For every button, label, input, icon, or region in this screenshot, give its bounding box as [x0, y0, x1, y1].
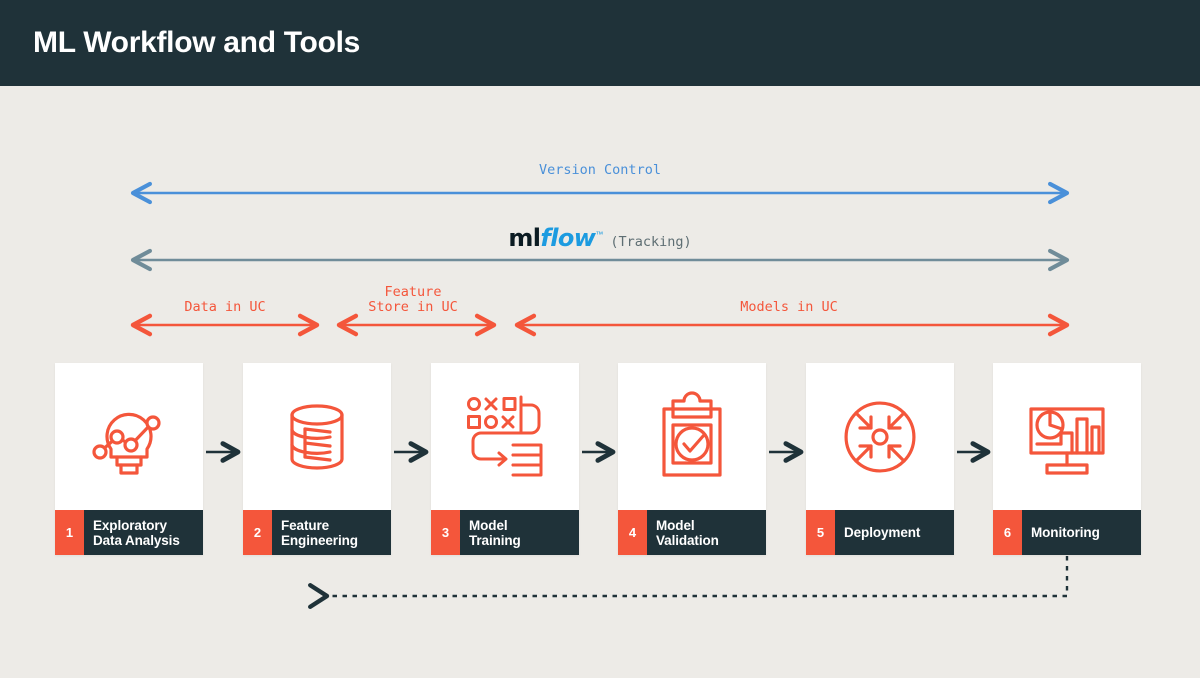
stage-label: Monitoring [1031, 525, 1100, 540]
mlflow-logo-flow: flow [540, 224, 596, 252]
header-bar: ML Workflow and Tools [0, 0, 1200, 86]
stage-card-monitoring[interactable]: 6 Monitoring [993, 363, 1141, 555]
stage-card-deployment[interactable]: 5 Deployment [806, 363, 954, 555]
data-in-uc-label: Data in UC [184, 299, 266, 315]
stage-number-badge: 4 [618, 510, 647, 555]
card-footer: 3 Model Training [431, 510, 579, 555]
stage-label: Deployment [844, 525, 921, 540]
stage-number-badge: 3 [431, 510, 460, 555]
trademark-icon: ™ [595, 230, 604, 239]
card-footer: 6 Monitoring [993, 510, 1141, 555]
lightbulb-analytics-icon [55, 363, 203, 510]
stage-number-badge: 6 [993, 510, 1022, 555]
shapes-pipeline-icon [431, 363, 579, 510]
monitoring-feedback-arrow [308, 556, 1069, 609]
stage-number-badge: 1 [55, 510, 84, 555]
card-footer: 5 Deployment [806, 510, 954, 555]
stage-label: Exploratory Data Analysis [93, 517, 180, 548]
deploy-converge-icon [806, 363, 954, 510]
stage-number-badge: 2 [243, 510, 272, 555]
monitor-charts-icon [993, 363, 1141, 510]
stage-card-model-training[interactable]: 3 Model Training [431, 363, 579, 555]
feature-store-in-uc-label: Feature Store in UC [368, 284, 458, 315]
stage-card-exploratory-data-analysis[interactable]: 1 Exploratory Data Analysis [55, 363, 203, 555]
stage-label: Model Training [469, 517, 521, 548]
models-in-uc-label: Models in UC [740, 299, 838, 315]
mlflow-tracking-label: (Tracking) [610, 234, 692, 250]
card-footer: 2 Feature Engineering [243, 510, 391, 555]
card-footer: 1 Exploratory Data Analysis [55, 510, 203, 555]
clipboard-check-icon [618, 363, 766, 510]
stage-card-model-validation[interactable]: 4 Model Validation [618, 363, 766, 555]
card-footer: 4 Model Validation [618, 510, 766, 555]
stage-card-feature-engineering[interactable]: 2 Feature Engineering [243, 363, 391, 555]
page-title: ML Workflow and Tools [33, 26, 361, 59]
version-control-label: Version Control [539, 162, 661, 178]
database-cylinder-icon [243, 363, 391, 510]
stage-number-badge: 5 [806, 510, 835, 555]
mlflow-logo-ml: ml [508, 224, 541, 252]
stage-label: Feature Engineering [281, 517, 358, 548]
stage-label: Model Validation [656, 517, 719, 548]
